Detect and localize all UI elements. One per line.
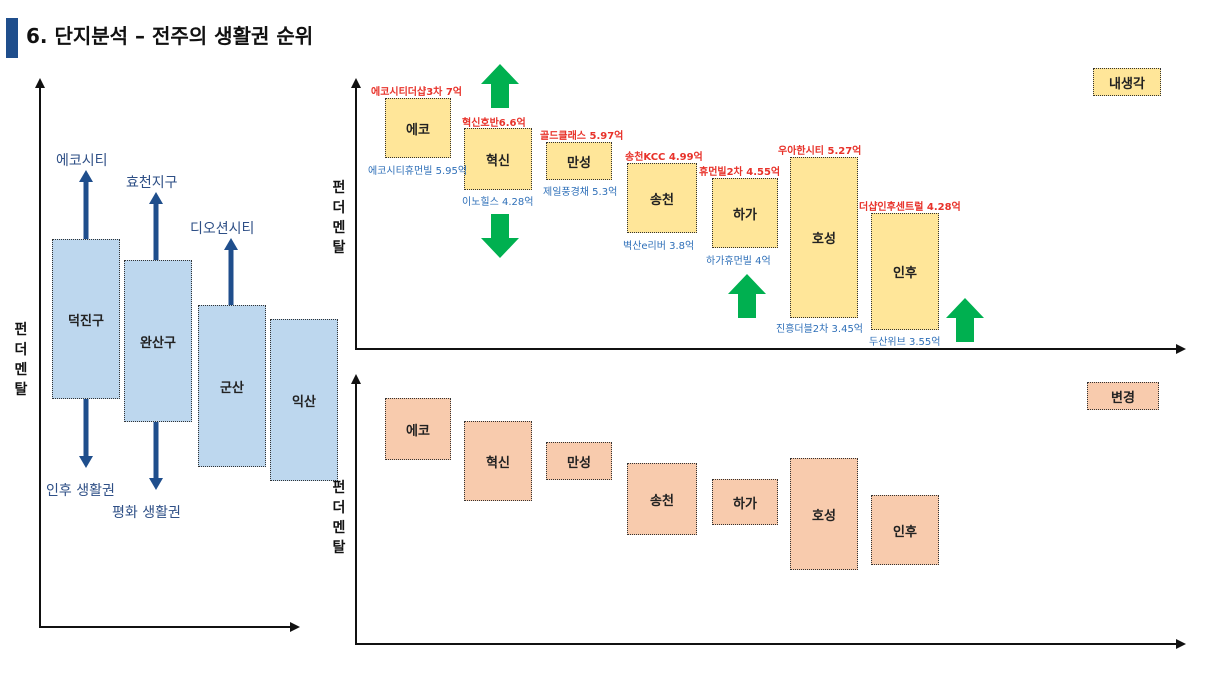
- page-title: 6. 단지분석 – 전주의 생활권 순위: [26, 24, 314, 48]
- price-label-blue: 제일풍경채 5.3억: [543, 187, 618, 198]
- label-inhu-area: 인후 생활권: [46, 483, 115, 499]
- top-box-hyeoksin: 혁신: [464, 128, 532, 190]
- bottom-box-hyeoksin: 혁신: [464, 421, 532, 501]
- price-label-red: 혁신호반6.6억: [462, 118, 526, 129]
- arrow-up-icon: [149, 192, 163, 204]
- top-box-manseong: 만성: [546, 142, 612, 180]
- box-gunsan: 군산: [198, 305, 266, 467]
- price-label-blue: 두산위브 3.55억: [869, 337, 941, 348]
- top-box-songcheon: 송천: [627, 163, 697, 233]
- bottom-box-haga: 하가: [712, 479, 778, 525]
- label-hyocheon: 효천지구: [126, 175, 178, 191]
- bottom-box-inhu: 인후: [871, 495, 939, 565]
- green-up-arrow-icon: [946, 298, 984, 342]
- title-accent-bar: [6, 18, 18, 58]
- price-label-red: 우아한시티 5.27억: [778, 146, 862, 157]
- bottom-box-eco: 에코: [385, 398, 451, 460]
- bottom-box-hoseong: 호성: [790, 458, 858, 570]
- bottom-box-manseong: 만성: [546, 442, 612, 480]
- arrow-up-icon: [224, 238, 238, 250]
- price-label-blue: 진흥더블2차 3.45억: [776, 324, 864, 335]
- top-box-eco: 에코: [385, 98, 451, 158]
- price-label-red: 송천KCC 4.99억: [625, 152, 703, 163]
- label-deocean: 디오션시티: [190, 221, 255, 237]
- price-label-red: 골드클래스 5.97억: [540, 131, 624, 142]
- green-up-arrow-icon: [728, 274, 766, 318]
- arrow-down-icon: [149, 478, 163, 490]
- price-label-blue: 하가휴먼빌 4억: [706, 256, 771, 267]
- green-up-arrow-icon: [481, 64, 519, 108]
- top-box-inhu: 인후: [871, 213, 939, 330]
- price-label-blue: 벽산e리버 3.8억: [623, 241, 695, 252]
- tag-my-view: 내생각: [1093, 68, 1161, 96]
- price-label-red: 에코시티더샵3차 7억: [371, 87, 462, 98]
- top-box-haga: 하가: [712, 178, 778, 248]
- green-down-arrow-icon: [481, 214, 519, 258]
- label-pyeonghwa-area: 평화 생활권: [112, 505, 181, 521]
- bottom-box-songcheon: 송천: [627, 463, 697, 535]
- box-wansan: 완산구: [124, 260, 192, 422]
- price-label-blue: 이노힐스 4.28억: [462, 197, 534, 208]
- arrow-up-icon: [79, 170, 93, 182]
- price-label-red: 휴먼빌2차 4.55억: [699, 167, 781, 178]
- label-ecocity: 에코시티: [56, 153, 108, 169]
- box-iksan: 익산: [270, 319, 338, 481]
- price-label-blue: 에코시티휴먼빌 5.95억: [368, 166, 468, 177]
- top-box-hoseong: 호성: [790, 157, 858, 318]
- arrow-down-icon: [79, 456, 93, 468]
- box-deokjin: 덕진구: [52, 239, 120, 399]
- tag-changed: 변경: [1087, 382, 1159, 410]
- price-label-red: 더샵인후센트럴 4.28억: [859, 202, 961, 213]
